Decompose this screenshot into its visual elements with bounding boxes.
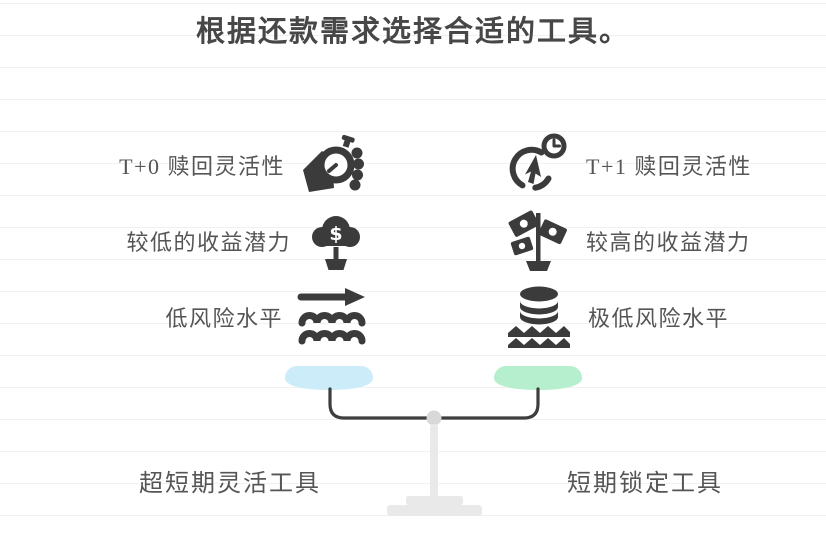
scale-base-top	[406, 496, 463, 505]
feature-label: T+1 赎回灵活性	[586, 154, 752, 179]
money-cloud-tree-icon: $	[305, 210, 367, 272]
left-scale-pan	[285, 366, 373, 390]
feature-row: 极低风险水平	[506, 286, 729, 348]
feature-label: 低风险水平	[165, 306, 283, 331]
coins-over-waves-icon	[506, 285, 572, 349]
scale-base-bottom	[387, 505, 482, 516]
left-category-label: 超短期灵活工具	[139, 471, 321, 497]
feature-row: T+0 赎回灵活性	[40, 133, 367, 197]
scale-post	[430, 424, 438, 498]
svg-text:$: $	[329, 223, 342, 245]
page-title: 根据还款需求选择合适的工具。	[195, 16, 630, 48]
feature-row: 低风险水平	[40, 286, 367, 348]
feature-row: 较高的收益潜力	[506, 208, 751, 274]
scale-pivot	[426, 410, 442, 426]
feature-label: 较高的收益潜力	[586, 230, 751, 255]
right-scale-pan	[494, 366, 582, 390]
stopwatch-hand-icon	[299, 134, 367, 196]
arrow-over-waves-icon	[297, 287, 367, 347]
feature-label: T+0 赎回灵活性	[119, 154, 285, 179]
feature-label: 极低风险水平	[588, 306, 730, 331]
feature-row: T+1 赎回灵活性	[506, 133, 752, 197]
money-plant-icon	[506, 209, 570, 273]
tap-clock-icon	[506, 133, 570, 197]
feature-row: 较低的收益潜力 $	[40, 208, 367, 274]
right-category-label: 短期锁定工具	[567, 471, 723, 497]
feature-label: 较低的收益潜力	[126, 230, 291, 255]
